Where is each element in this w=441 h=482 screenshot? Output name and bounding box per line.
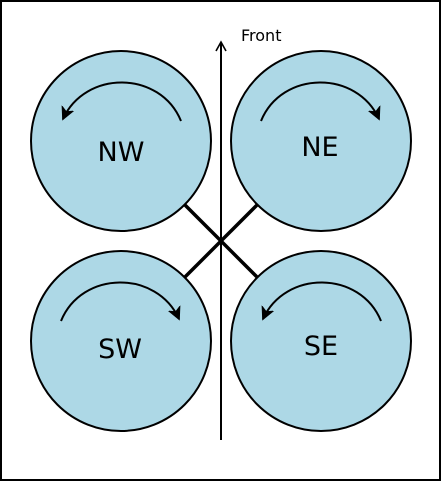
rotor-nw-label: NW <box>98 137 145 168</box>
rotation-arrow-nw-icon <box>63 81 182 122</box>
rotor-se-label: SE <box>304 331 338 362</box>
rotor-sw-label: SW <box>98 334 142 365</box>
rotor-se <box>230 250 412 432</box>
rotation-arrow-se-icon <box>263 281 382 322</box>
front-label: Front <box>241 26 281 45</box>
rotation-arrow-sw-icon <box>60 281 179 322</box>
rotor-sw <box>30 250 212 432</box>
rotor-nw <box>30 50 212 232</box>
rotor-ne <box>230 50 412 232</box>
rotation-arrow-ne-icon <box>260 81 379 122</box>
rotor-ne-label: NE <box>301 132 338 163</box>
